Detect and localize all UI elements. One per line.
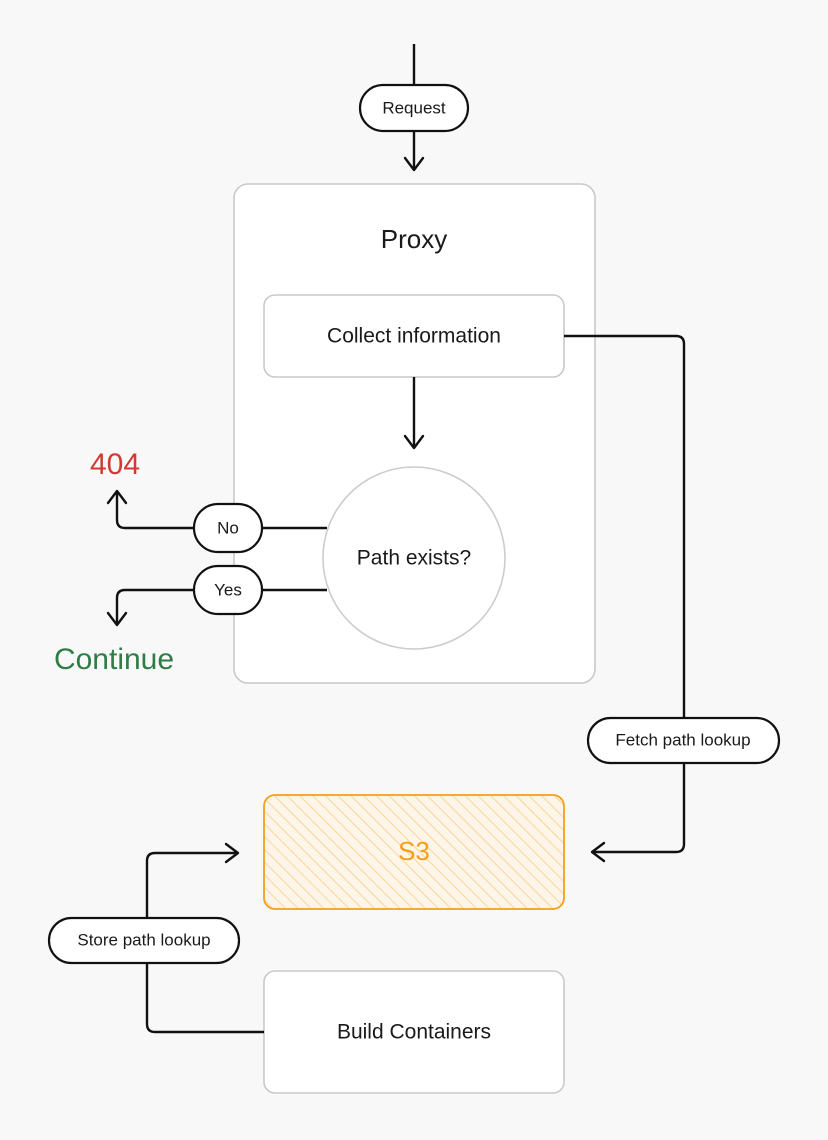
edge-no-to-404 <box>115 492 194 530</box>
arrowhead-fetch-to-s3 <box>590 841 606 863</box>
node-fetch-path-lookup[interactable]: Fetch path lookup <box>586 716 781 765</box>
yes-branch-label: Yes <box>214 580 242 599</box>
request-shape <box>358 83 470 133</box>
yes-branch-shape <box>192 564 264 616</box>
arrowhead-request-to-proxy <box>403 156 425 172</box>
collect-information-label: Collect information <box>327 325 501 348</box>
proxy-group-label: Proxy <box>381 224 447 254</box>
path-exists-label: Path exists? <box>357 547 471 570</box>
fetch-path-lookup-shape <box>586 716 781 765</box>
node-build-containers[interactable]: Build Containers <box>263 970 565 1094</box>
status-continue-label: Continue <box>54 643 174 676</box>
node-request[interactable]: Request <box>358 83 470 133</box>
arrowhead-no-to-404 <box>106 489 128 505</box>
fetch-path-lookup-label: Fetch path lookup <box>615 730 750 749</box>
node-store-path-lookup[interactable]: Store path lookup <box>47 916 241 965</box>
edge-collect-to-s3-fetch <box>564 334 686 854</box>
path-exists-shape <box>322 466 506 650</box>
edge-yes-to-continue <box>115 588 194 625</box>
status-404-label: 404 <box>90 448 140 481</box>
s3-shape <box>263 794 565 910</box>
s3-label: S3 <box>398 836 430 866</box>
store-path-lookup-label: Store path lookup <box>77 930 210 949</box>
node-path-exists-decision[interactable]: Path exists? <box>322 466 506 650</box>
store-path-lookup-shape <box>47 916 241 965</box>
node-no-branch[interactable]: No <box>192 502 264 554</box>
node-collect-information[interactable]: Collect information <box>263 294 565 378</box>
request-label: Request <box>382 98 446 117</box>
build-containers-label: Build Containers <box>337 1021 491 1044</box>
arrowhead-collect-to-decision <box>403 434 425 450</box>
node-yes-branch[interactable]: Yes <box>192 564 264 616</box>
node-s3[interactable]: S3 <box>263 794 565 910</box>
arrowhead-store-to-s3 <box>224 842 240 864</box>
no-branch-label: No <box>217 518 239 537</box>
no-branch-shape <box>192 502 264 554</box>
arrowhead-yes-to-continue <box>106 611 128 627</box>
